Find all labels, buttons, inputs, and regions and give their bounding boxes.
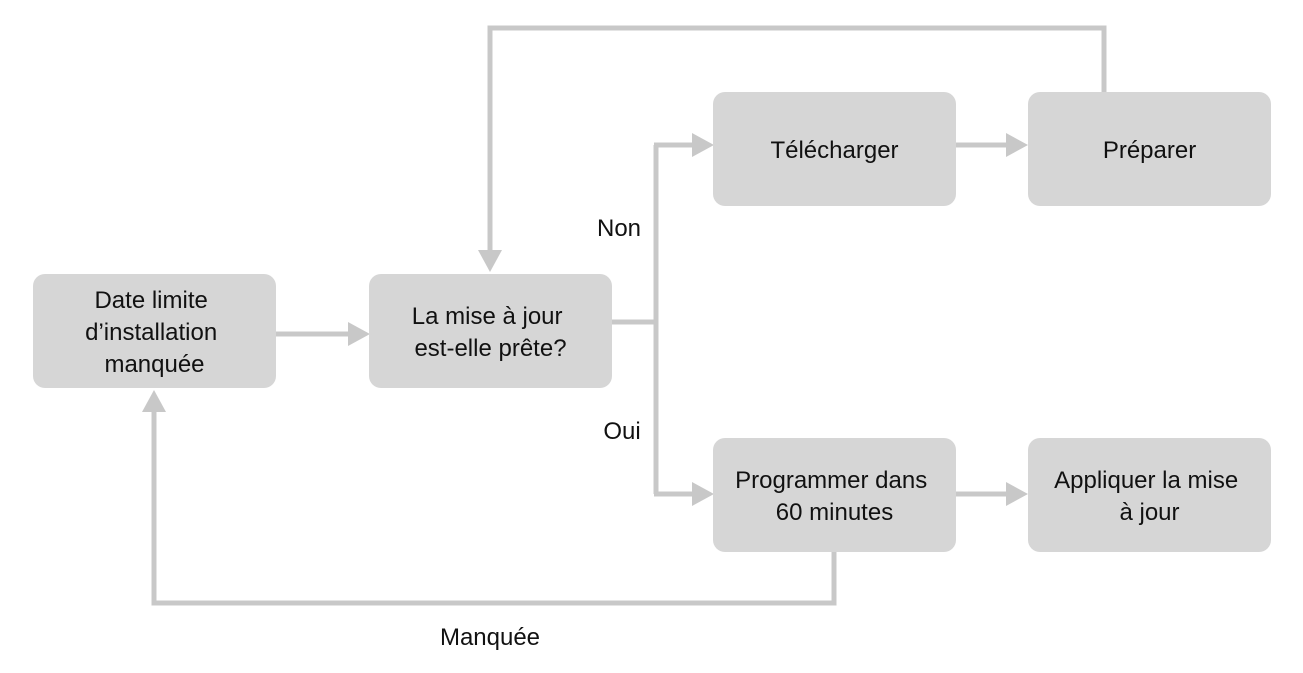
node-update-ready: La mise à jour est-elle prête?	[369, 274, 612, 388]
svg-text:Date limite d’installati: Date limite d’installation manquée	[85, 287, 224, 378]
arrowhead-right-icon	[1006, 482, 1028, 506]
node-apply-line-1: Appliquer la mise	[1054, 467, 1238, 494]
svg-text:Programmer dans 60 minut: Programmer dans 60 minutes	[735, 467, 934, 526]
edge-schedule-loop-to-deadline	[151, 410, 837, 606]
node-update-ready-line-1: La mise à jour	[412, 303, 563, 330]
connectors	[142, 25, 1107, 606]
node-prepare: Préparer	[1028, 92, 1271, 206]
svg-text:La mise à jour est-elle: La mise à jour est-elle prête?	[412, 303, 569, 362]
node-update-ready-line-2: est-elle prête?	[414, 335, 566, 362]
node-apply: Appliquer la mise à jour	[1028, 438, 1271, 552]
node-deadline-missed-line-2: d’installation	[85, 319, 217, 346]
node-deadline-missed: Date limite d’installation manquée	[33, 274, 276, 388]
node-schedule-line-2: 60 minutes	[776, 499, 893, 526]
arrowhead-right-icon	[692, 133, 714, 157]
node-download-label: Télécharger	[770, 137, 898, 164]
node-deadline-missed-line-3: manquée	[104, 351, 204, 378]
arrowhead-down-icon	[478, 250, 502, 272]
label-yes: Oui	[603, 418, 640, 445]
node-schedule-line-1: Programmer dans	[735, 467, 927, 494]
edge-prepare-loop-to-ready	[487, 25, 1107, 252]
node-download: Télécharger	[713, 92, 956, 206]
label-no: Non	[597, 215, 641, 242]
svg-text:Préparer: Préparer	[1103, 137, 1196, 164]
arrowhead-right-icon	[692, 482, 714, 506]
arrowhead-up-icon	[142, 390, 166, 412]
node-apply-line-2: à jour	[1119, 499, 1179, 526]
node-prepare-label: Préparer	[1103, 137, 1196, 164]
svg-text:Télécharger: Télécharger	[770, 137, 898, 164]
arrowhead-right-icon	[348, 322, 370, 346]
node-deadline-missed-line-1: Date limite	[94, 287, 207, 314]
svg-text:Appliquer la mise à jour: Appliquer la mise à jour	[1054, 467, 1245, 526]
label-missed: Manquée	[440, 624, 540, 651]
arrowhead-right-icon	[1006, 133, 1028, 157]
node-schedule: Programmer dans 60 minutes	[713, 438, 956, 552]
